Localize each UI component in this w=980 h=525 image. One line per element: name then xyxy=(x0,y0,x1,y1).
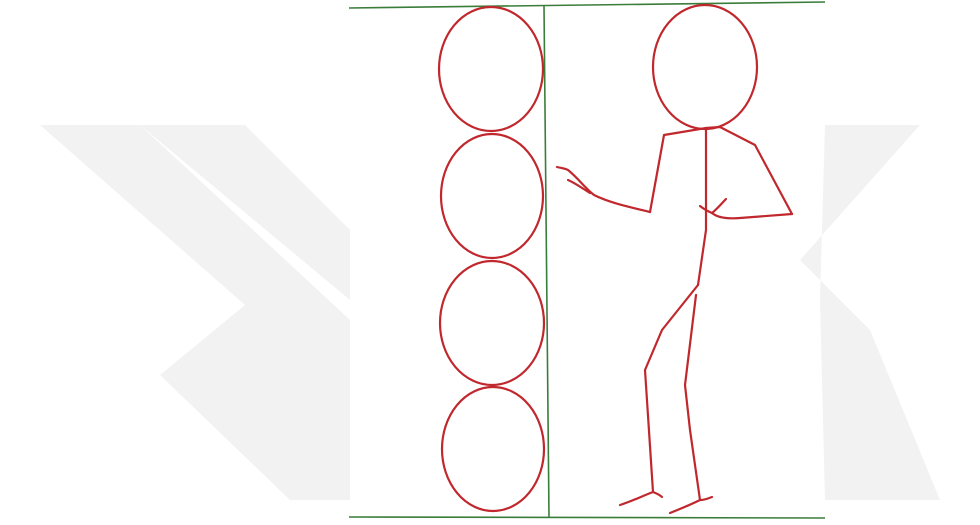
figure-torso-left xyxy=(650,128,706,212)
figure-left-foot xyxy=(653,492,662,497)
watermark-chevron-right xyxy=(800,125,940,500)
stack-circle-4 xyxy=(442,387,544,511)
bottom-line xyxy=(349,517,825,518)
figure-right-arm xyxy=(712,213,792,218)
stack-circle-3 xyxy=(440,261,544,385)
vertical-divider-line xyxy=(544,6,549,517)
top-line xyxy=(349,2,825,8)
figure-right-leg xyxy=(670,295,700,513)
circle-stack xyxy=(439,7,544,511)
figure-left-arm xyxy=(557,167,650,212)
frame xyxy=(349,2,825,518)
figure-head xyxy=(653,5,757,129)
stack-circle-1 xyxy=(439,7,543,131)
stick-figure xyxy=(557,5,792,513)
figure-shoulder-right xyxy=(706,127,792,214)
watermark-chevrons xyxy=(40,125,940,500)
figure-right-hand xyxy=(700,199,726,213)
stack-circle-2 xyxy=(441,134,543,258)
figure-right-foot xyxy=(700,497,712,500)
watermark-chevron-left xyxy=(40,125,350,500)
